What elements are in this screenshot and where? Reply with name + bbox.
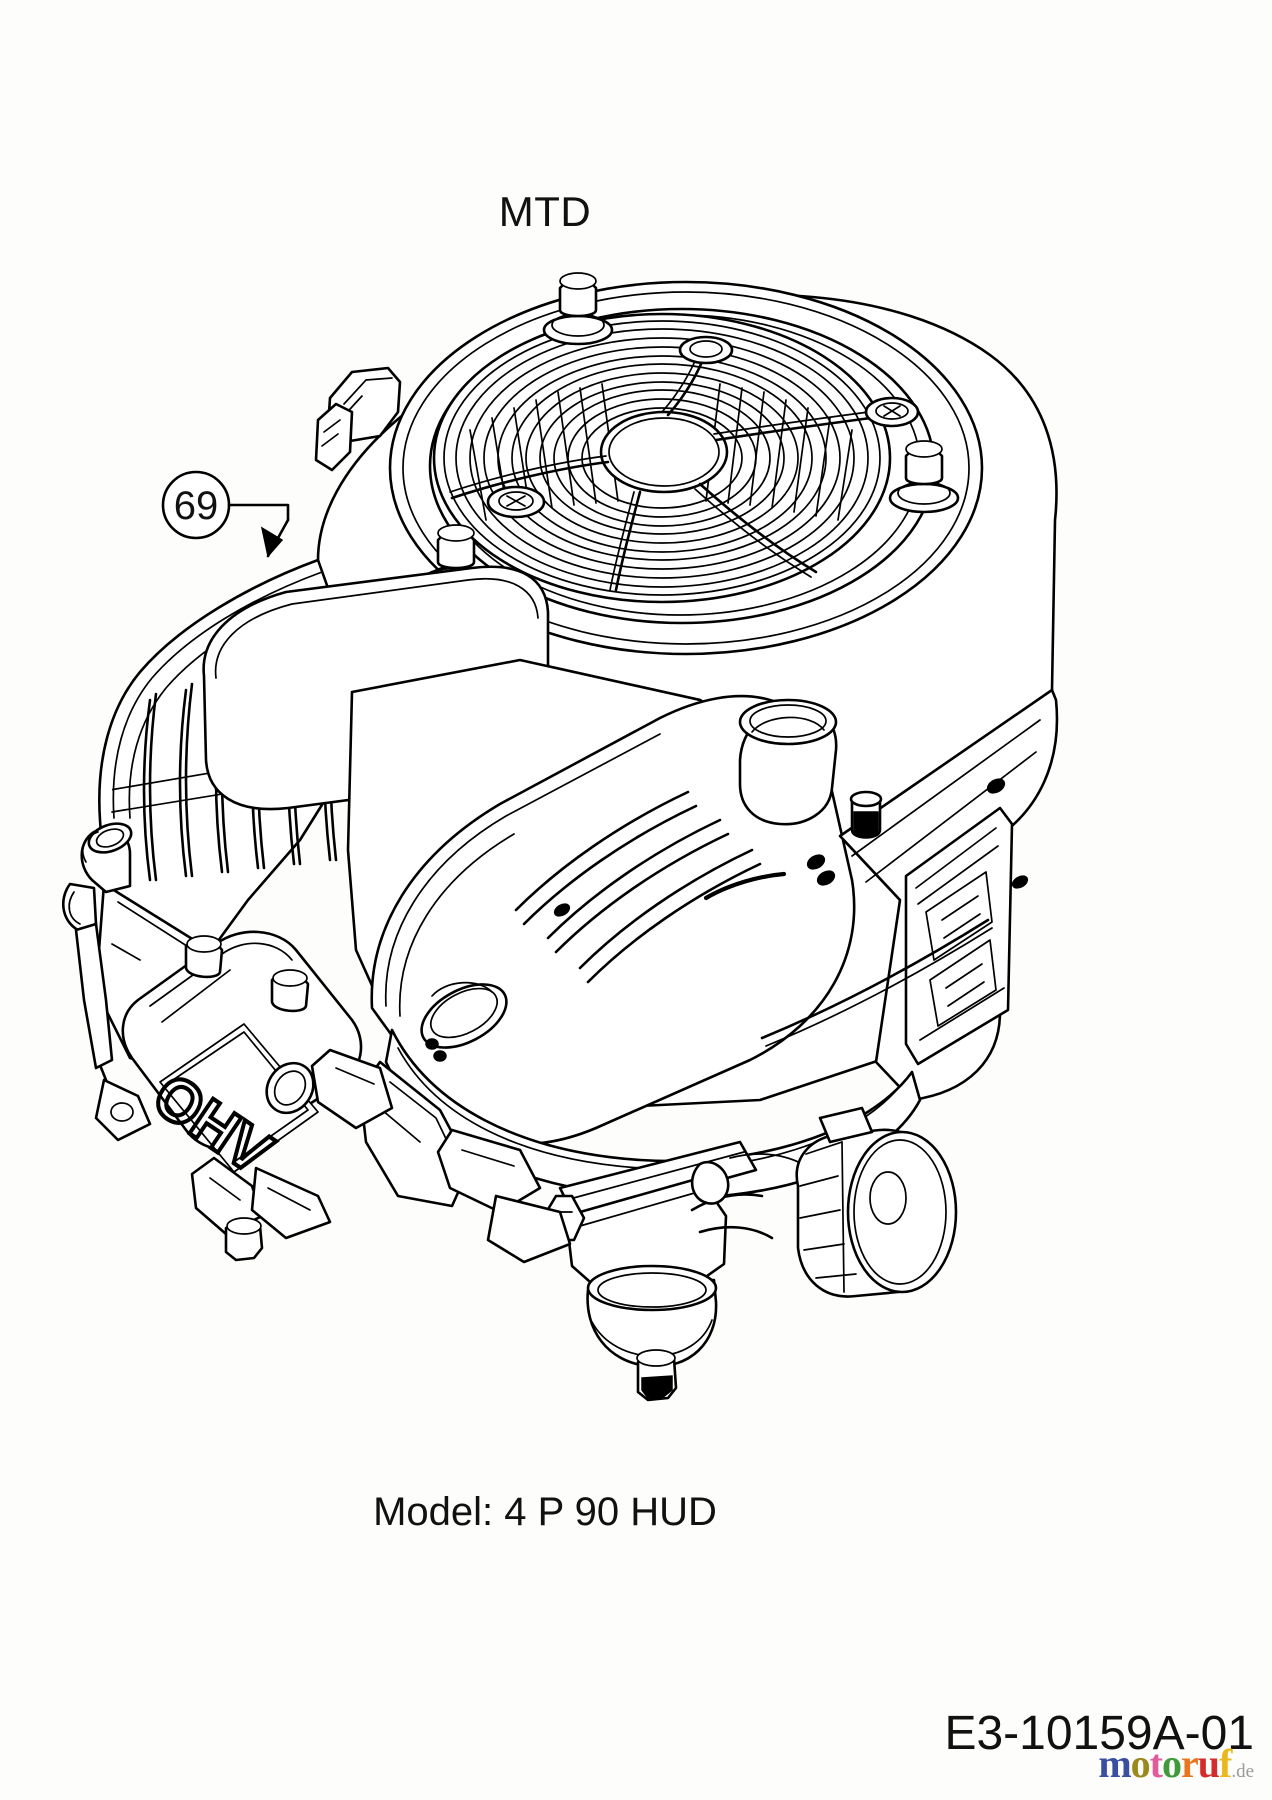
watermark-letter-4: r bbox=[1180, 1741, 1199, 1786]
watermark-letter-0: m bbox=[1098, 1741, 1131, 1786]
watermark-letter-3: o bbox=[1161, 1741, 1182, 1786]
watermark-tld: .de bbox=[1231, 1761, 1254, 1782]
muffler-heat-shield bbox=[74, 922, 152, 1142]
tank-vent-cap bbox=[420, 981, 508, 1062]
cover-side-knob bbox=[265, 1061, 315, 1115]
shroud-bolt-right bbox=[888, 440, 960, 514]
watermark-letter-1: o bbox=[1130, 1741, 1151, 1786]
lower-block-detail bbox=[310, 1048, 572, 1264]
page-title: MTD bbox=[498, 188, 592, 235]
oil-fill-cap-canister bbox=[795, 1106, 958, 1298]
watermark-letter-2: t bbox=[1149, 1741, 1163, 1786]
starter-rope-guide-bracket bbox=[314, 366, 402, 472]
watermark-letter-5: u bbox=[1197, 1741, 1220, 1786]
site-watermark: motoruf.de bbox=[1098, 1744, 1254, 1784]
carburetor-assembly bbox=[542, 1140, 813, 1402]
recoil-starter-grille bbox=[432, 312, 920, 604]
callout-number: 69 bbox=[174, 484, 219, 528]
control-plate-bracket bbox=[760, 806, 1014, 1066]
shroud-bolt-top bbox=[542, 272, 614, 346]
ohv-valve-cover-assembly: OHV bbox=[62, 822, 363, 1262]
oil-filler-neck bbox=[738, 698, 838, 826]
grille-screw-boss bbox=[486, 335, 920, 519]
valve-cover-bolt bbox=[184, 935, 310, 1013]
document-code: E3-10159A-01 bbox=[944, 1707, 1254, 1760]
watermark-letter-6: f bbox=[1218, 1741, 1232, 1786]
breather-fitting bbox=[849, 790, 883, 839]
callout-69: 69 bbox=[161, 470, 290, 558]
model-caption: Model: 4 P 90 HUD bbox=[373, 1490, 717, 1534]
